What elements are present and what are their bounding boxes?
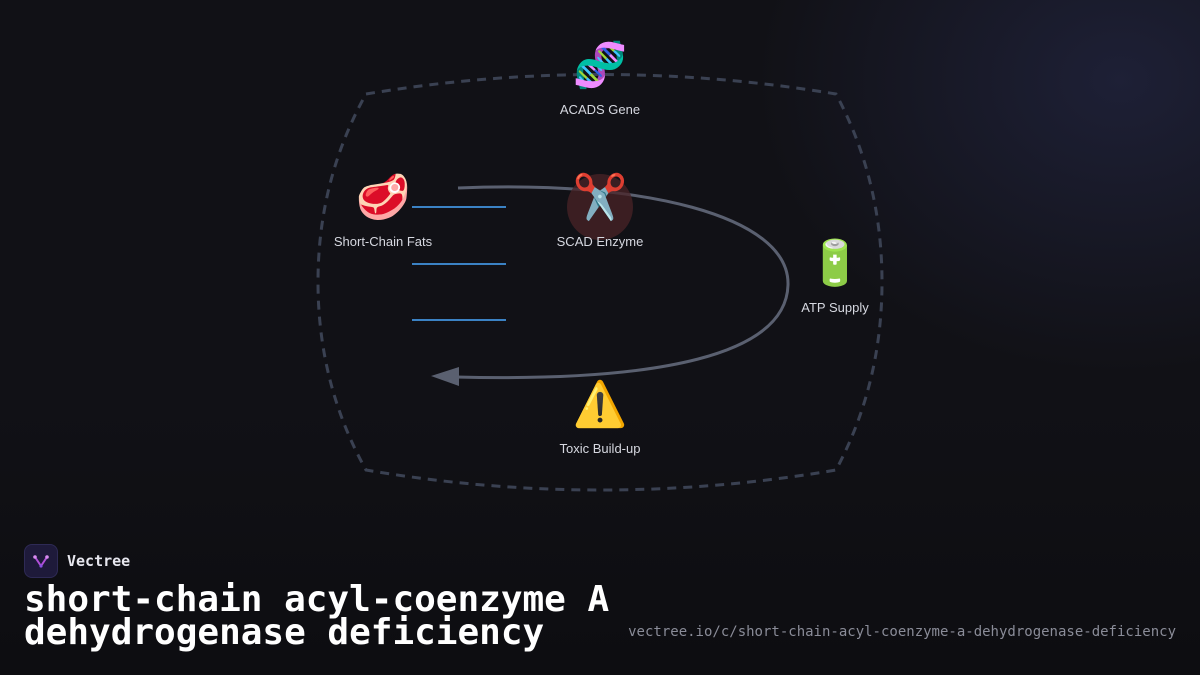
node-acads-gene: 🧬 ACADS Gene bbox=[520, 38, 680, 117]
warning-icon: ⚠️ bbox=[572, 379, 628, 430]
battery-icon: 🔋 bbox=[807, 238, 863, 289]
node-label: SCAD Enzyme bbox=[556, 234, 644, 249]
vectree-logo-icon bbox=[24, 544, 58, 578]
node-label: Toxic Build-up bbox=[559, 441, 641, 456]
cell-boundary bbox=[316, 73, 884, 492]
page-url[interactable]: vectree.io/c/short-chain-acyl-coenzyme-a… bbox=[628, 624, 1176, 640]
node-atp-supply: 🔋 ATP Supply bbox=[755, 236, 915, 315]
enzyme-highlight-circle bbox=[567, 174, 633, 240]
page-title: short-chain acyl-coenzyme A dehydrogenas… bbox=[24, 579, 610, 653]
node-short-chain-fats: 🥩 Short-Chain Fats bbox=[303, 170, 463, 249]
node-label: Short-Chain Fats bbox=[333, 234, 433, 249]
node-toxic-buildup: ⚠️ Toxic Build-up bbox=[520, 377, 680, 456]
brand-name: Vectree bbox=[67, 552, 131, 570]
scissors-icon: ✂️ bbox=[572, 172, 628, 223]
node-label: ATP Supply bbox=[801, 300, 869, 315]
feedback-arrowhead bbox=[431, 367, 459, 386]
dna-icon: 🧬 bbox=[572, 40, 628, 91]
node-scad-enzyme: ✂️ SCAD Enzyme bbox=[520, 170, 680, 249]
brand: Vectree bbox=[24, 544, 130, 578]
node-label: ACADS Gene bbox=[559, 102, 641, 117]
meat-icon: 🥩 bbox=[355, 172, 411, 223]
